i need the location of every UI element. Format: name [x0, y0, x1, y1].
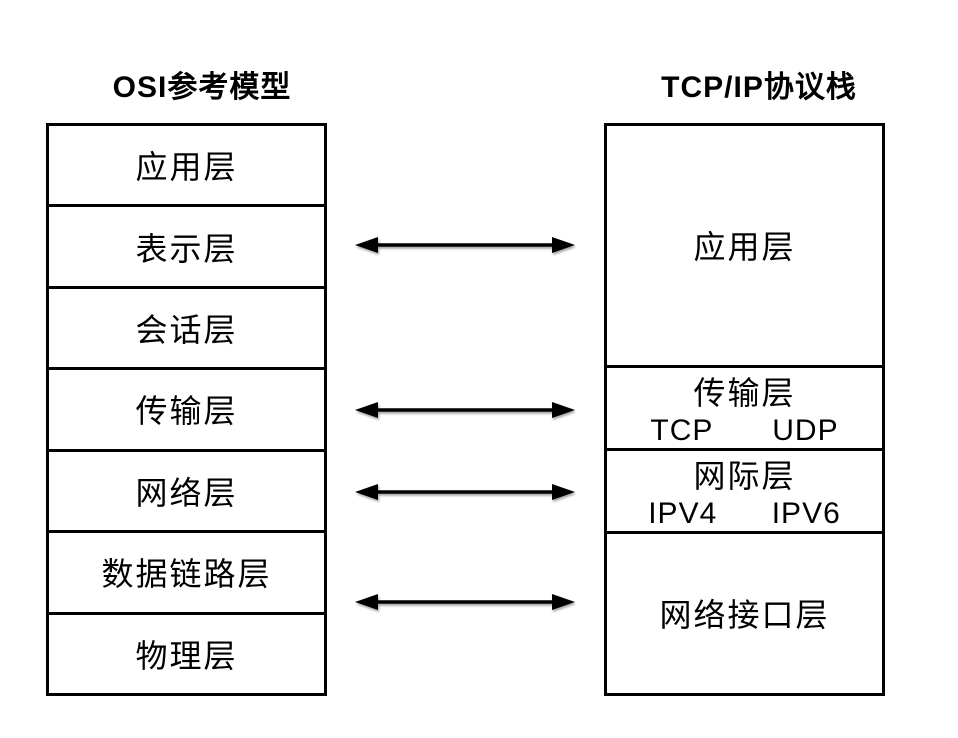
osi-layer-datalink: 数据链路层: [49, 533, 324, 615]
protocol-tcp-label: TCP: [650, 413, 714, 447]
tcpip-section-internet: 网际层 IPV4 IPV6: [607, 451, 882, 534]
osi-layer-session: 会话层: [49, 289, 324, 371]
tcpip-column-title: TCP/IP协议栈: [661, 71, 857, 104]
tcpip-section-transport-label: 传输层: [693, 374, 796, 411]
tcpip-stack-box: 应用层 传输层 TCP UDP 网际层 IPV4 IPV6 网络接口层: [604, 123, 885, 696]
double-arrow-icon-presentation-application: [355, 237, 575, 253]
tcpip-section-network-interface-label: 网络接口层: [659, 597, 830, 634]
osi-stack-box: 应用层 表示层 会话层 传输层 网络层 数据链路层 物理层: [46, 123, 327, 696]
osi-layer-presentation: 表示层: [49, 207, 324, 289]
tcpip-section-application: 应用层: [607, 126, 882, 368]
double-arrow-icon-transport-transport: [355, 402, 575, 418]
double-arrow-icon-network-internet: [355, 484, 575, 500]
tcpip-transport-protocols: TCP UDP: [607, 414, 882, 448]
protocol-ipv6-label: IPV6: [771, 496, 841, 530]
tcpip-section-application-label: 应用层: [693, 229, 796, 266]
tcpip-internet-protocols: IPV4 IPV6: [607, 497, 882, 531]
osi-layer-transport: 传输层: [49, 370, 324, 452]
osi-layer-application: 应用层: [49, 126, 324, 208]
double-arrow-icon-datalink-networkinterface: [355, 594, 575, 610]
osi-layer-network: 网络层: [49, 452, 324, 534]
osi-column-title: OSI参考模型: [112, 71, 292, 104]
tcpip-section-network-interface: 网络接口层: [607, 534, 882, 693]
protocol-ipv4-label: IPV4: [648, 496, 718, 530]
protocol-udp-label: UDP: [772, 413, 839, 447]
tcpip-section-transport: 传输层 TCP UDP: [607, 368, 882, 451]
tcpip-section-internet-label: 网际层: [693, 457, 796, 494]
osi-layer-physical: 物理层: [135, 637, 238, 674]
